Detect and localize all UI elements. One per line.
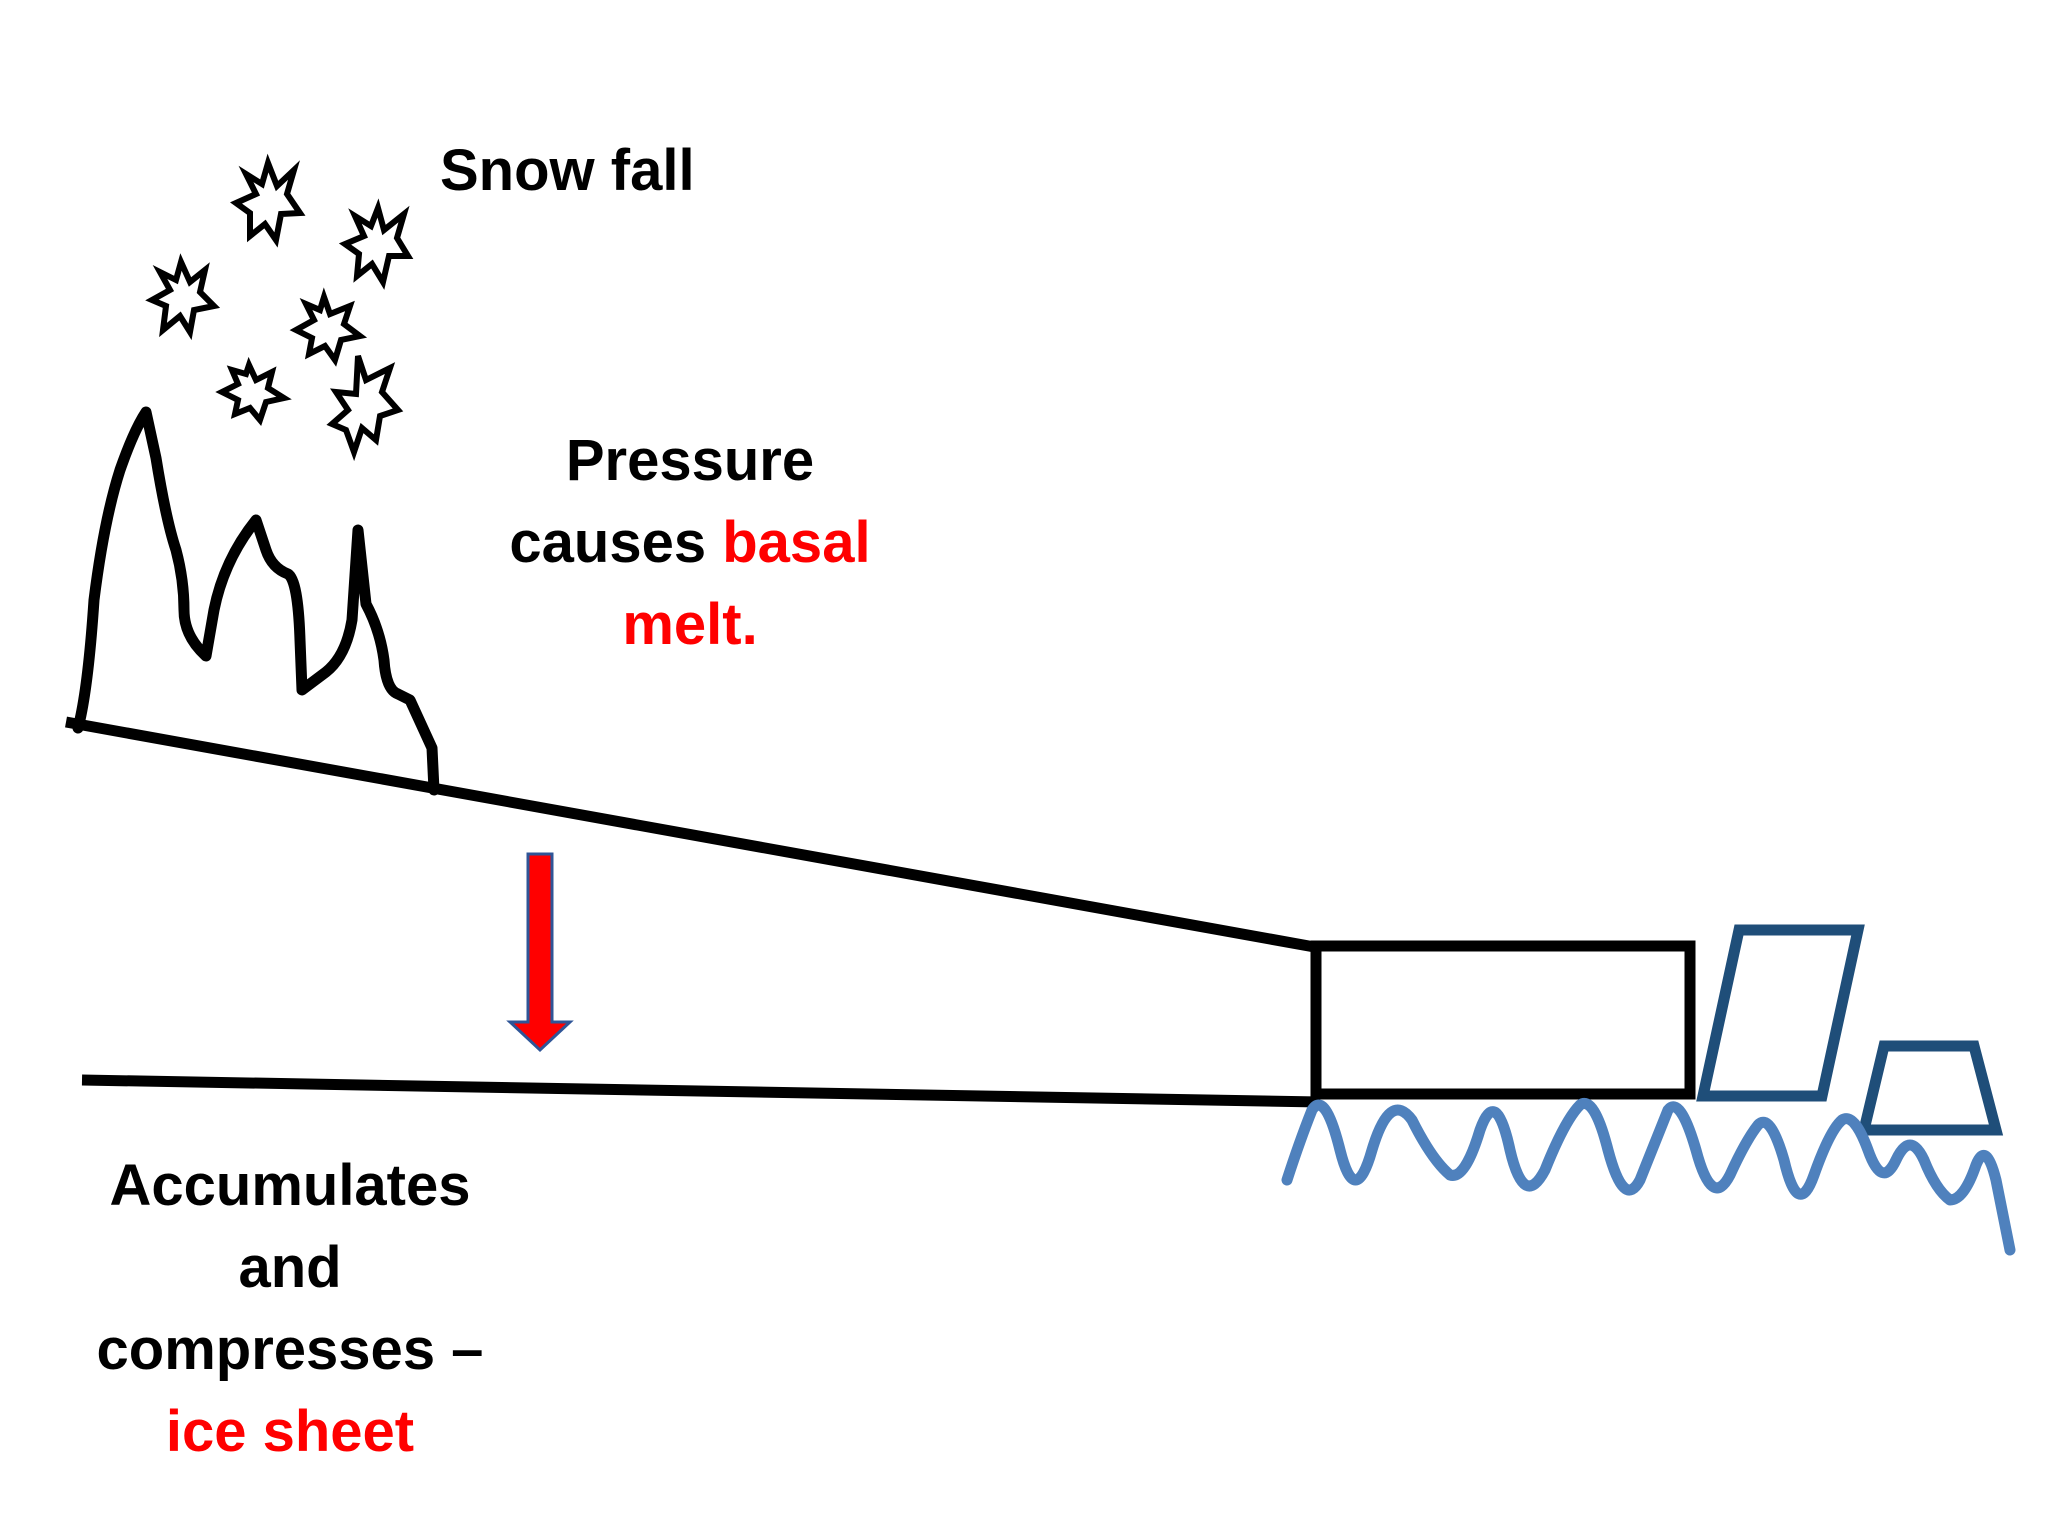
ice-sheet-surface	[65, 716, 1321, 954]
snow-fall-label: Snow fall	[440, 130, 760, 212]
pressure-line-1: Pressure	[565, 428, 815, 493]
snowflakes	[145, 153, 414, 462]
snowflake-icon	[230, 153, 306, 248]
accum-line-1: Accumulates	[109, 1153, 471, 1218]
basal-highlight: basal	[722, 510, 871, 575]
basal-melt-label: Pressure causes basal melt.	[470, 420, 910, 666]
iceberg-large	[1696, 924, 1865, 1102]
pressure-line-2: causes basal	[470, 502, 910, 584]
ice-shelf	[1310, 940, 1696, 1100]
accum-line-3: compresses –	[96, 1317, 484, 1382]
snowflake-icon	[145, 253, 221, 341]
accum-line-2: and	[238, 1235, 342, 1300]
ice-sheet-highlight: ice sheet	[165, 1399, 415, 1464]
pressure-arrow	[506, 852, 574, 1053]
ice-sheet-label: Accumulates and compresses – ice sheet	[70, 1145, 510, 1473]
iceberg-small	[1857, 1040, 2004, 1136]
snow-fall-text: Snow fall	[440, 138, 695, 203]
snowflake-icon	[326, 355, 404, 462]
ice-sheet-base	[81, 1074, 1321, 1108]
snowflake-icon	[215, 356, 292, 427]
snowflake-icon	[338, 198, 414, 290]
pressure-line-2-prefix: causes	[509, 510, 723, 575]
melt-highlight: melt.	[622, 592, 758, 657]
ocean-waves	[1281, 1098, 2016, 1256]
snowflake-icon	[289, 287, 368, 367]
mountain-outline	[72, 406, 440, 796]
